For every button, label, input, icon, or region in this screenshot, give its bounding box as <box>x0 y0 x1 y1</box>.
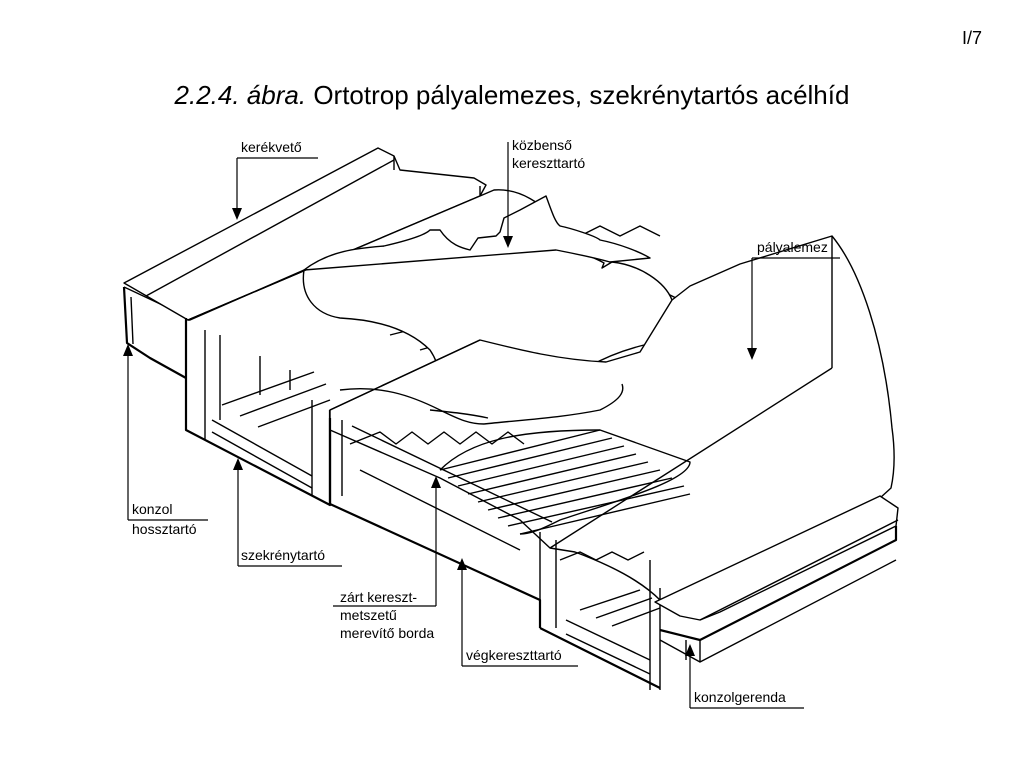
right-cantilever <box>654 495 899 663</box>
label-kozbenso-line1: közbenső <box>512 137 572 153</box>
leader-konzolgerenda <box>685 644 804 709</box>
figure-title: 2.2.4. ábra. Ortotrop pályalemezes, szek… <box>0 80 1024 111</box>
label-zart-line3: merevítő borda <box>340 625 435 641</box>
label-palyalemez: pályalemez <box>757 239 828 255</box>
leader-vegkereszttarto <box>457 558 578 667</box>
figure-caption: Ortotrop pályalemezes, szekrénytartós ac… <box>313 80 850 110</box>
label-konzol-line2: hossztartó <box>132 521 197 537</box>
label-zart-line1: zárt kereszt- <box>340 589 418 605</box>
label-konzol-line1: konzol <box>132 501 173 517</box>
label-kozbenso-line2: kereszttartó <box>512 155 586 171</box>
page-number: I/7 <box>961 28 982 48</box>
leader-palyalemez <box>747 257 840 360</box>
label-vegkereszttarto: végkereszttartó <box>466 647 562 663</box>
label-kerekvedo: kerékvető <box>241 139 302 155</box>
label-szekrenytarto: szekrénytartó <box>241 547 326 563</box>
label-zart-line2: metszetű <box>340 607 397 623</box>
leader-zart <box>333 476 441 607</box>
orthotropic-ribs <box>439 429 691 535</box>
leader-szekrenytarto <box>233 458 342 567</box>
figure-reference: 2.2.4. ábra. <box>174 80 307 110</box>
leader-kerekvedo <box>232 157 318 220</box>
near-box-girder <box>184 318 332 507</box>
leader-konzol <box>123 344 208 521</box>
leader-kozbenso <box>503 142 513 248</box>
label-konzolgerenda: konzolgerenda <box>694 689 786 705</box>
deck-plate <box>187 189 895 601</box>
